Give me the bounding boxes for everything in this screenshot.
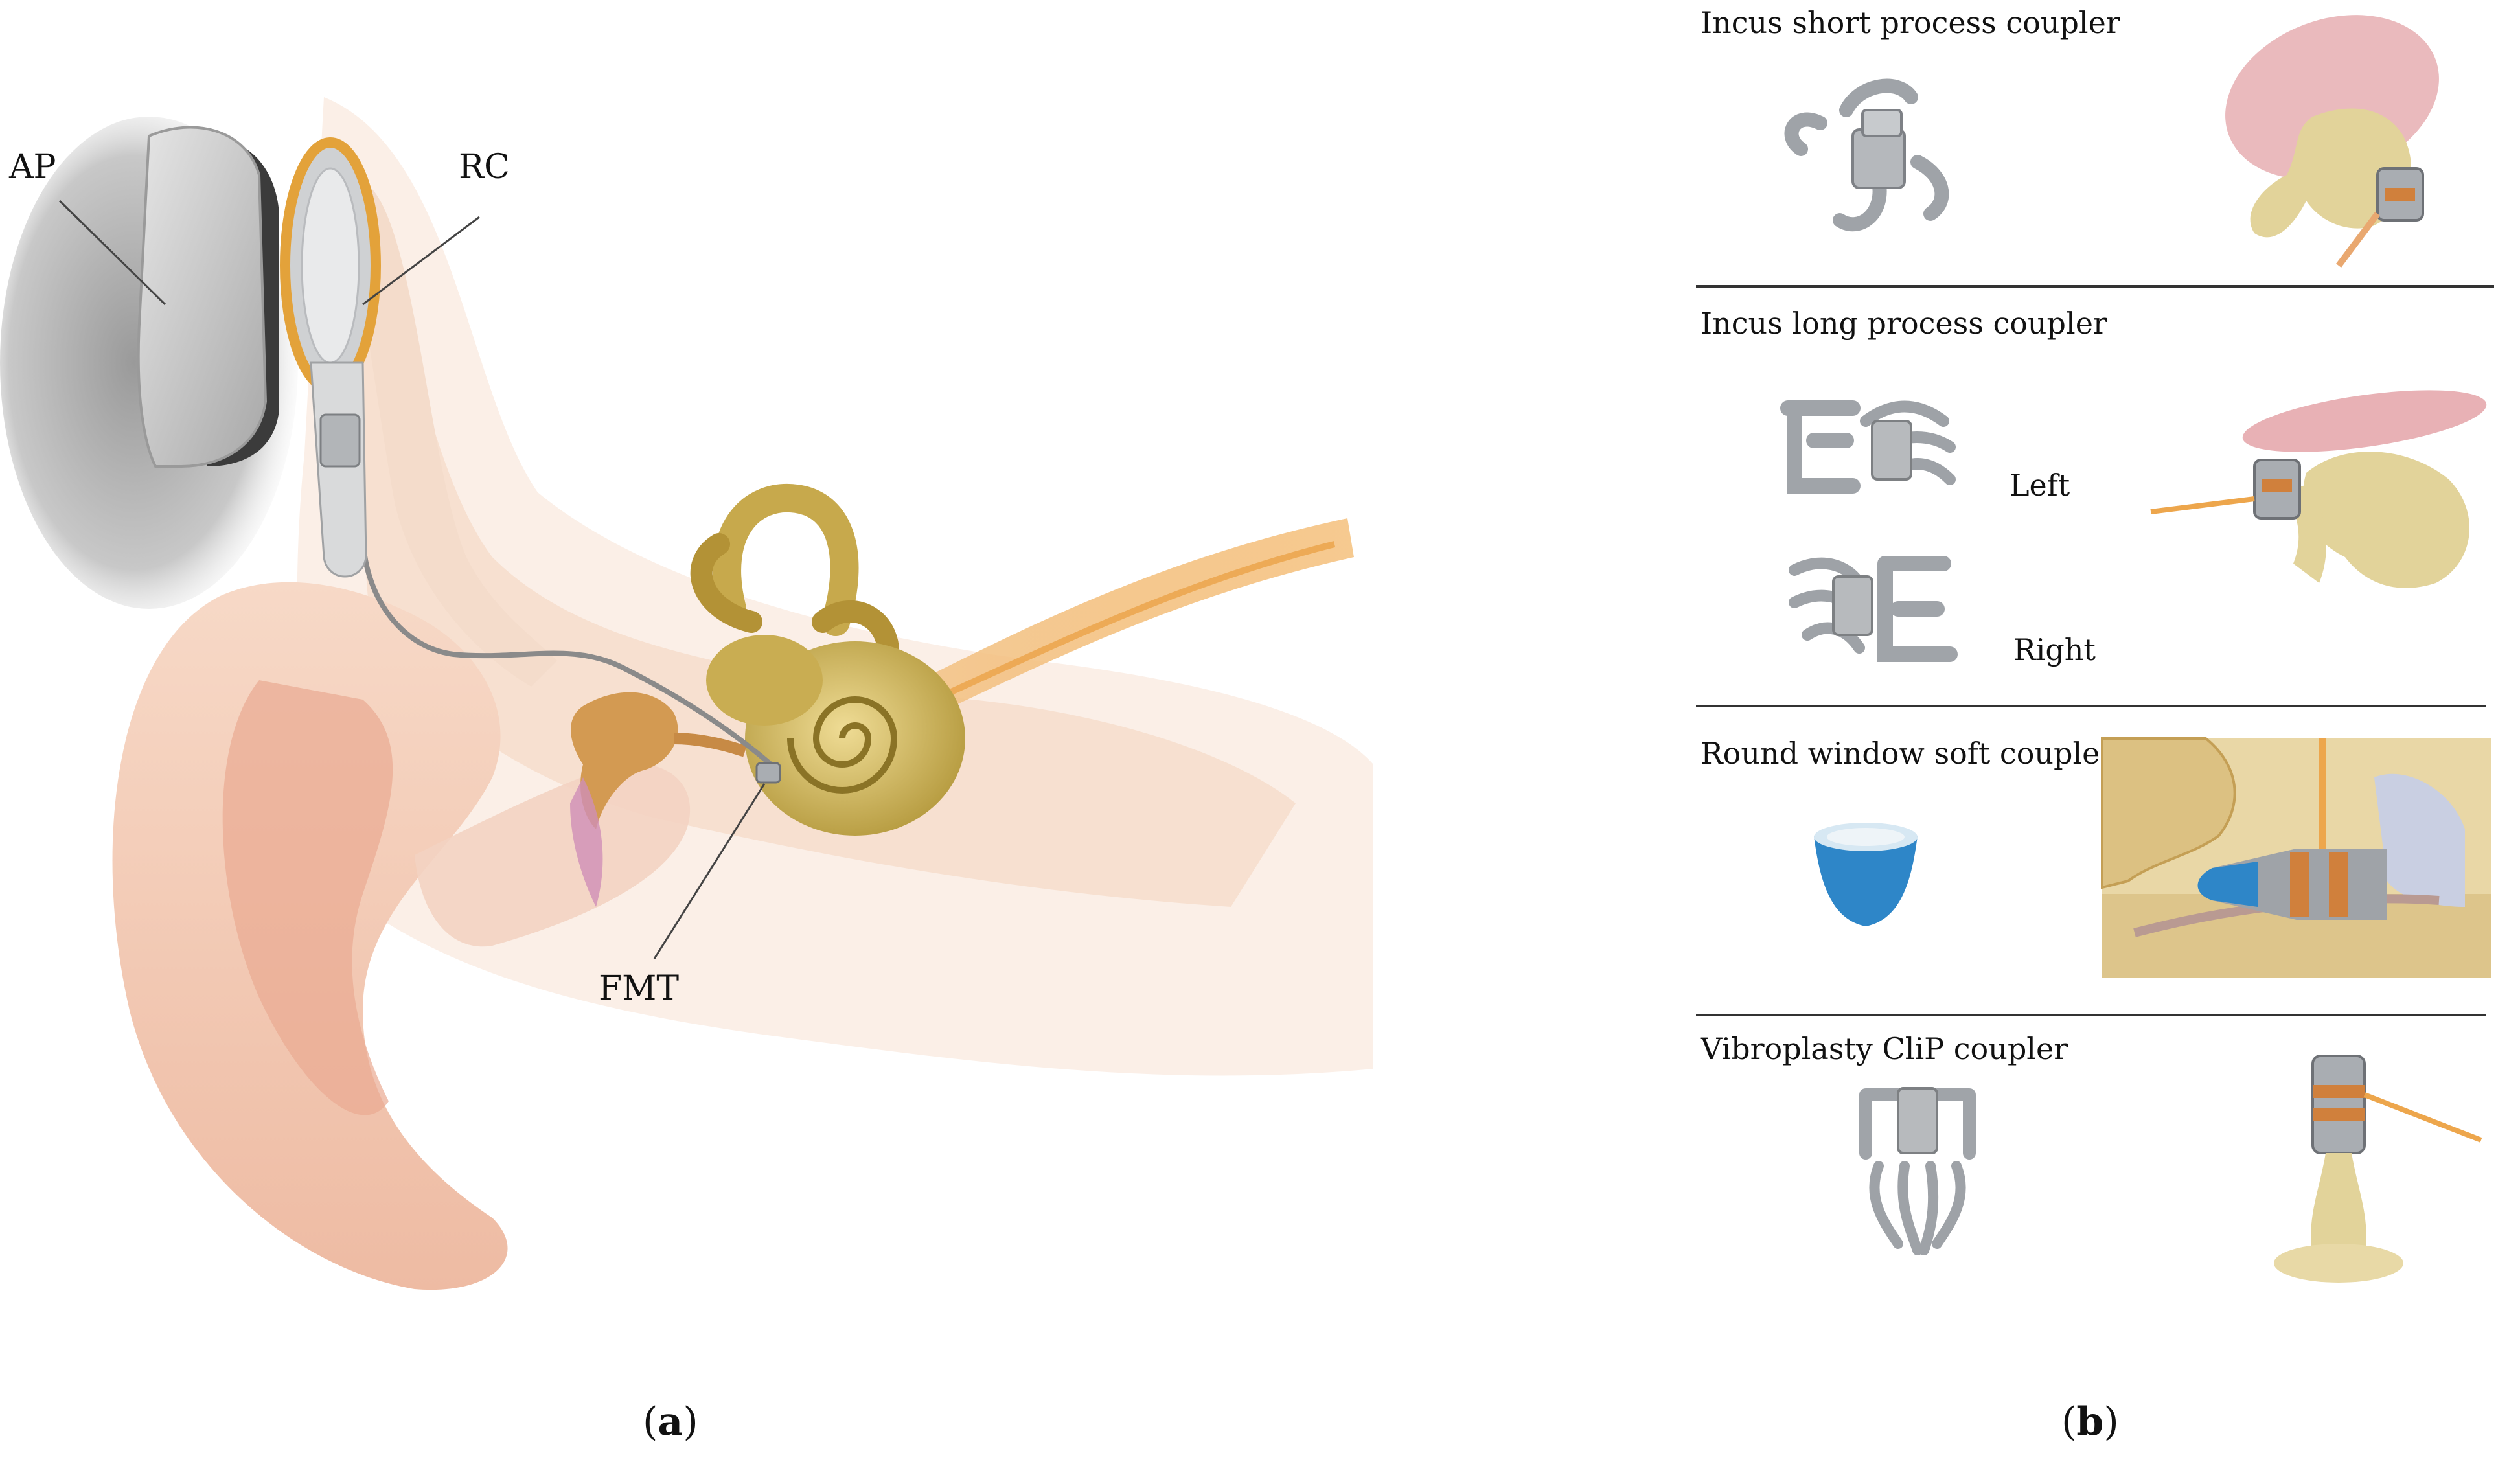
short-process-coupler-icon [1784, 78, 1949, 232]
section-title-clip: Vibroplasty CliP coupler [1701, 1031, 2068, 1066]
divider-1 [1696, 285, 2494, 288]
clip-coupler-icon [1859, 1087, 1976, 1255]
fmt-leader-line [653, 783, 766, 959]
nerve-bundle [907, 518, 1354, 719]
receiver-coil [280, 137, 381, 578]
ear-implant-illustration [0, 97, 1373, 1290]
eardrum [570, 777, 603, 907]
coupler-illustrations [1780, 15, 2491, 1283]
ap-leader-line [58, 200, 166, 306]
clip-in-situ [2274, 1055, 2482, 1283]
section-title-long-process: Incus long process coupler [1701, 306, 2107, 341]
bone-layer [337, 181, 557, 687]
label-fmt: FMT [599, 969, 680, 1008]
caption-b: (b) [2061, 1399, 2119, 1445]
divider-3 [1696, 1014, 2486, 1016]
lead-wire [360, 531, 773, 767]
audio-processor [137, 126, 279, 468]
long-process-in-situ [2150, 390, 2487, 588]
fmt-device [755, 762, 781, 784]
ear-canal [415, 763, 691, 947]
caption-a: (a) [643, 1399, 698, 1445]
label-left: Left [2010, 468, 2070, 503]
round-window-in-situ [2101, 737, 2491, 978]
round-window-coupler-icon [1814, 823, 1918, 926]
rc-leader-line [362, 216, 480, 306]
section-title-short-process: Incus short process coupler [1701, 5, 2120, 40]
inner-ear [690, 483, 965, 836]
section-title-round-window: Round window soft coupler [1701, 736, 2114, 771]
long-process-coupler-right-icon [1789, 556, 1958, 662]
label-ap: AP [9, 148, 56, 187]
label-right: Right [2013, 632, 2096, 667]
label-rc: RC [459, 148, 510, 187]
divider-2 [1696, 705, 2486, 707]
long-process-coupler-left-icon [1780, 400, 1956, 494]
pinna [112, 582, 508, 1290]
short-process-in-situ [2225, 15, 2439, 268]
ossicles [571, 692, 747, 829]
